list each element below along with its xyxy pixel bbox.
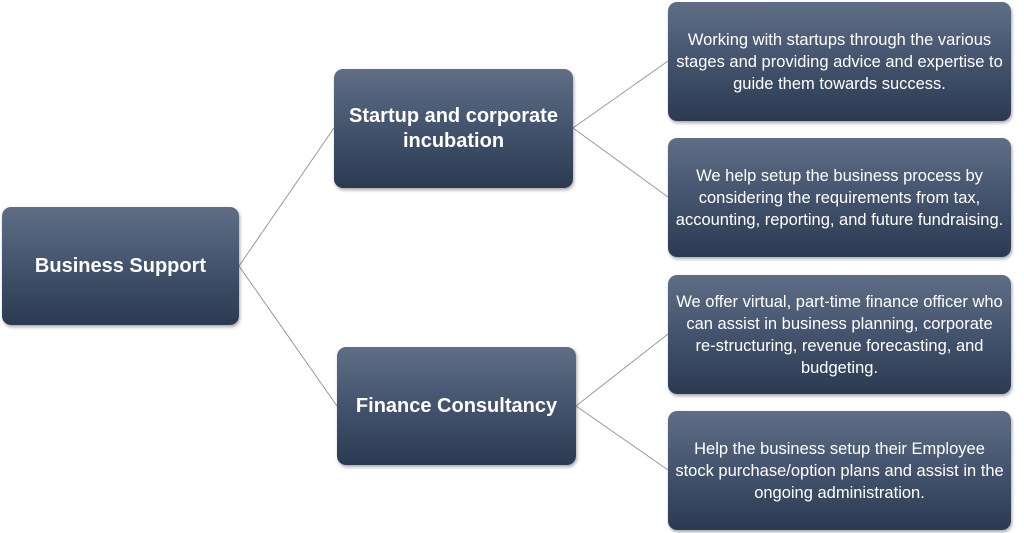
detail-node-text: We help setup the business process by co…: [675, 166, 1004, 229]
detail-node-business-process: We help setup the business process by co…: [668, 138, 1011, 257]
detail-node-employee-stock-plans: Help the business setup their Employee s…: [668, 411, 1011, 530]
connector-startup-to-detail-1: [572, 60, 669, 129]
connector-root-to-startup: [238, 127, 335, 267]
branch-node-label: Finance Consultancy: [355, 394, 558, 417]
detail-node-text: We offer virtual, part-time finance offi…: [676, 292, 1003, 377]
detail-node-virtual-finance-officer: We offer virtual, part-time finance offi…: [668, 275, 1011, 394]
detail-node-startup-stages: Working with startups through the variou…: [668, 2, 1011, 121]
branch-node-label: Startup and corporate incubation: [349, 104, 558, 152]
branch-node-finance-consultancy: Finance Consultancy: [337, 347, 576, 465]
detail-node-text: Help the business setup their Employee s…: [675, 439, 1004, 502]
connector-startup-to-detail-2: [572, 127, 669, 198]
connector-finance-to-detail-2: [575, 405, 669, 471]
root-node-label: Business Support: [34, 255, 207, 277]
detail-node-text: Working with startups through the variou…: [676, 30, 1003, 93]
root-node-business-support: Business Support: [2, 207, 239, 325]
branch-node-startup-incubation: Startup and corporate incubation: [334, 69, 573, 188]
connector-finance-to-detail-1: [575, 333, 669, 407]
connector-root-to-finance: [238, 265, 338, 407]
